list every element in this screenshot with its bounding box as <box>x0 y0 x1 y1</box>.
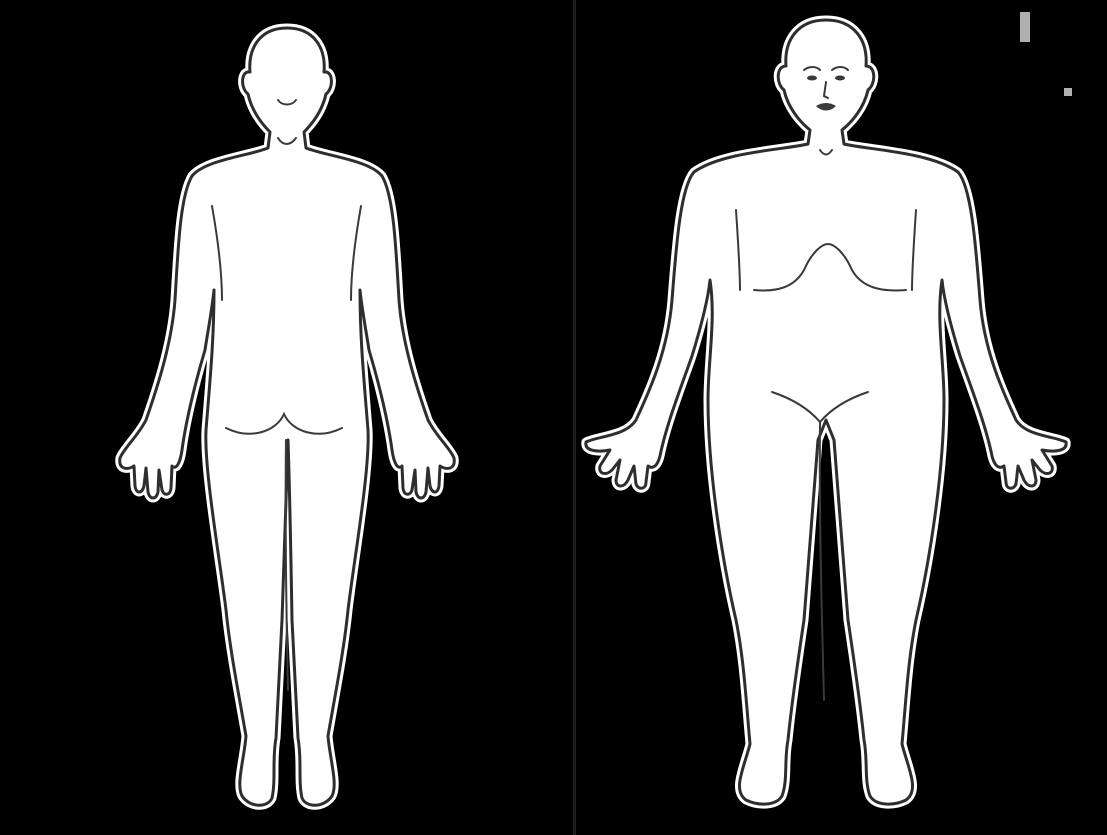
front-body-outline-icon <box>576 0 1107 835</box>
back-view-panel <box>0 0 573 835</box>
front-view-panel <box>576 0 1107 835</box>
back-body-outline-icon <box>0 0 573 835</box>
left-eye <box>807 76 817 81</box>
scan-artifact <box>1020 12 1030 42</box>
right-eye <box>835 76 845 81</box>
scan-artifact <box>1064 88 1072 96</box>
